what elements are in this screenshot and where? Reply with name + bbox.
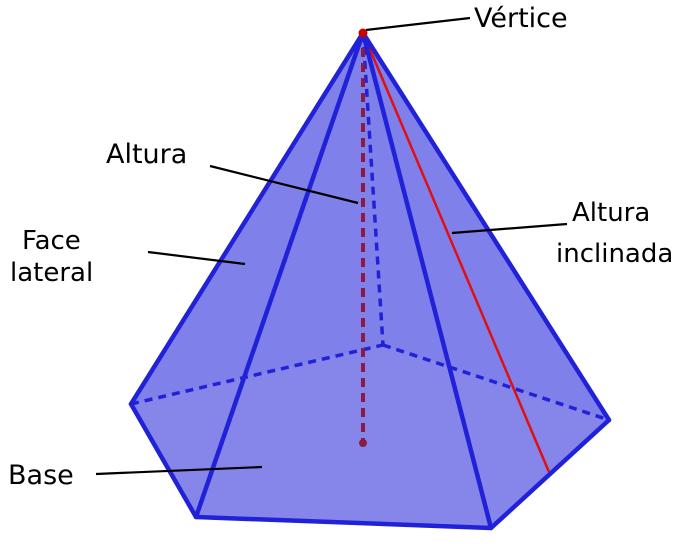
edge-apex-left [128,30,366,407]
vertex-leader-line [365,16,471,32]
lateral-face-left [131,33,363,517]
lateral-face-right [363,33,609,528]
base-visible-edges [128,401,612,531]
slant-height-leader-line [451,222,568,235]
base-center-point [359,439,367,447]
base-label: Base [8,460,74,491]
hidden-edge-apex-back [361,32,385,346]
base-leader-line [95,465,263,476]
vertex-label: Vértice [474,3,568,34]
hidden-edge-base-back-right [382,343,610,422]
edge-apex-front-left [193,30,366,520]
height-label: Altura [106,139,187,170]
edge-apex-right [360,30,612,423]
lateral-face-label-line2: lateral [10,258,93,288]
slant-height-label-line1: Altura [572,198,650,228]
lateral-face-label-line1: Face [22,226,81,256]
apex-point [358,28,368,38]
edge-apex-front-right [360,30,494,531]
height-leader-line [209,164,359,205]
lateral-face-front [196,33,491,528]
lateral-face-leader-line [147,250,246,266]
hidden-edge-base-left-back [130,343,384,406]
slant-height-line [361,32,551,473]
slant-height-label-line2: inclinada [556,239,673,269]
